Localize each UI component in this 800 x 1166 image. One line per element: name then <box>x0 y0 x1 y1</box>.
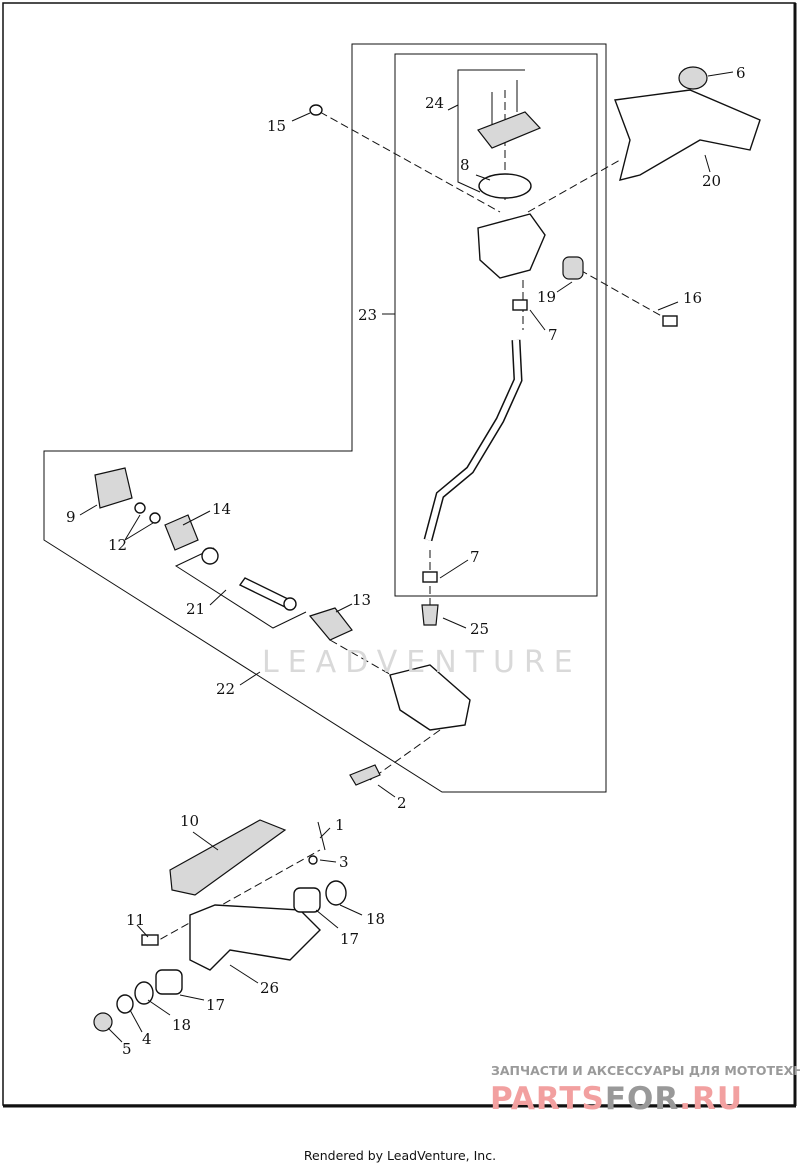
part-clamp-7a[interactable] <box>512 299 528 311</box>
callout-16[interactable]: 16 <box>683 289 702 307</box>
part-screw-16[interactable] <box>662 315 678 327</box>
callout-10[interactable]: 10 <box>180 812 199 830</box>
leadventure-watermark: LEADVENTURE <box>262 645 582 680</box>
callout-8[interactable]: 8 <box>460 156 470 174</box>
callout-11[interactable]: 11 <box>126 911 145 929</box>
callout-22[interactable]: 22 <box>216 680 235 698</box>
callout-20[interactable]: 20 <box>702 172 721 190</box>
callout-25[interactable]: 25 <box>470 620 489 638</box>
part-snap-ring[interactable] <box>201 547 219 565</box>
callout-15[interactable]: 15 <box>267 117 286 135</box>
part-nut-5[interactable] <box>93 1012 113 1032</box>
part-ring-18b[interactable] <box>134 981 154 1005</box>
callout-24[interactable]: 24 <box>425 94 444 112</box>
brand-part-c: .RU <box>679 1081 744 1117</box>
group-bracket-24 <box>457 69 525 193</box>
callout-14[interactable]: 14 <box>212 500 231 518</box>
callout-labels: 1 2 3 4 5 6 7 7 8 9 10 11 12 13 14 15 16… <box>66 64 746 1058</box>
callout-19[interactable]: 19 <box>537 288 556 306</box>
callout-17a[interactable]: 17 <box>340 930 359 948</box>
part-hose[interactable] <box>423 339 523 542</box>
callout-18a[interactable]: 18 <box>366 910 385 928</box>
callout-3[interactable]: 3 <box>339 853 349 871</box>
diagram-frame <box>2 2 796 1106</box>
part-washer-3[interactable] <box>308 855 318 865</box>
part-bolt-2[interactable] <box>349 764 381 786</box>
callout-2[interactable]: 2 <box>397 794 407 812</box>
promo-tagline: ЗАПЧАСТИ И АКСЕССУАРЫ ДЛЯ МОТОТЕХНИКИ <box>491 1063 800 1078</box>
part-pedal-pad-10[interactable] <box>169 819 287 896</box>
brand-part-b: FOR <box>604 1081 680 1117</box>
callout-7b[interactable]: 7 <box>470 548 480 566</box>
callout-6[interactable]: 6 <box>736 64 746 82</box>
part-bracket-20[interactable] <box>614 89 761 181</box>
callout-13[interactable]: 13 <box>352 591 371 609</box>
callout-26[interactable]: 26 <box>260 979 279 997</box>
part-ring-18a[interactable] <box>325 880 347 906</box>
part-nut-15[interactable] <box>309 104 323 116</box>
callout-5[interactable]: 5 <box>122 1040 132 1058</box>
callout-4[interactable]: 4 <box>142 1030 152 1048</box>
callout-23[interactable]: 23 <box>358 306 377 324</box>
part-fitting-25[interactable] <box>421 604 439 626</box>
group-box-22 <box>43 43 607 793</box>
callout-17b[interactable]: 17 <box>206 996 225 1014</box>
part-ring-12a[interactable] <box>134 502 146 514</box>
group-box-23 <box>394 53 598 597</box>
part-gasket-8[interactable] <box>478 173 532 199</box>
part-washer-4[interactable] <box>116 994 134 1014</box>
part-boot-9[interactable] <box>94 467 133 509</box>
part-spring-14[interactable] <box>164 514 199 551</box>
part-ring-12b[interactable] <box>149 512 161 524</box>
callout-12[interactable]: 12 <box>108 536 127 554</box>
part-bushing-17a[interactable] <box>293 887 321 913</box>
callout-1[interactable]: 1 <box>335 816 345 834</box>
part-grommet-19[interactable] <box>562 256 584 280</box>
part-clamp-7b[interactable] <box>422 571 438 583</box>
callout-21[interactable]: 21 <box>186 600 205 618</box>
group-bracket-21 <box>174 547 307 629</box>
promo-brand-logo: PARTSFOR.RU <box>490 1084 743 1115</box>
part-piston-21[interactable] <box>238 577 292 608</box>
brand-part-a: PARTS <box>490 1081 605 1117</box>
leader-lines <box>79 71 734 1043</box>
part-reservoir-23[interactable] <box>477 213 546 279</box>
part-pedal-26[interactable] <box>189 904 321 971</box>
part-bolt-11[interactable] <box>141 934 159 946</box>
callout-7a[interactable]: 7 <box>548 326 558 344</box>
part-cylinder-13[interactable] <box>308 607 353 641</box>
part-grommet-6[interactable] <box>678 66 708 90</box>
part-bushing-17b[interactable] <box>155 969 183 995</box>
callout-18b[interactable]: 18 <box>172 1016 191 1034</box>
part-reservoir-cover-24[interactable] <box>477 80 542 149</box>
callout-9[interactable]: 9 <box>66 508 76 526</box>
part-master-cylinder-body[interactable] <box>389 664 471 731</box>
footer-credit: Rendered by LeadVenture, Inc. <box>303 1148 497 1163</box>
